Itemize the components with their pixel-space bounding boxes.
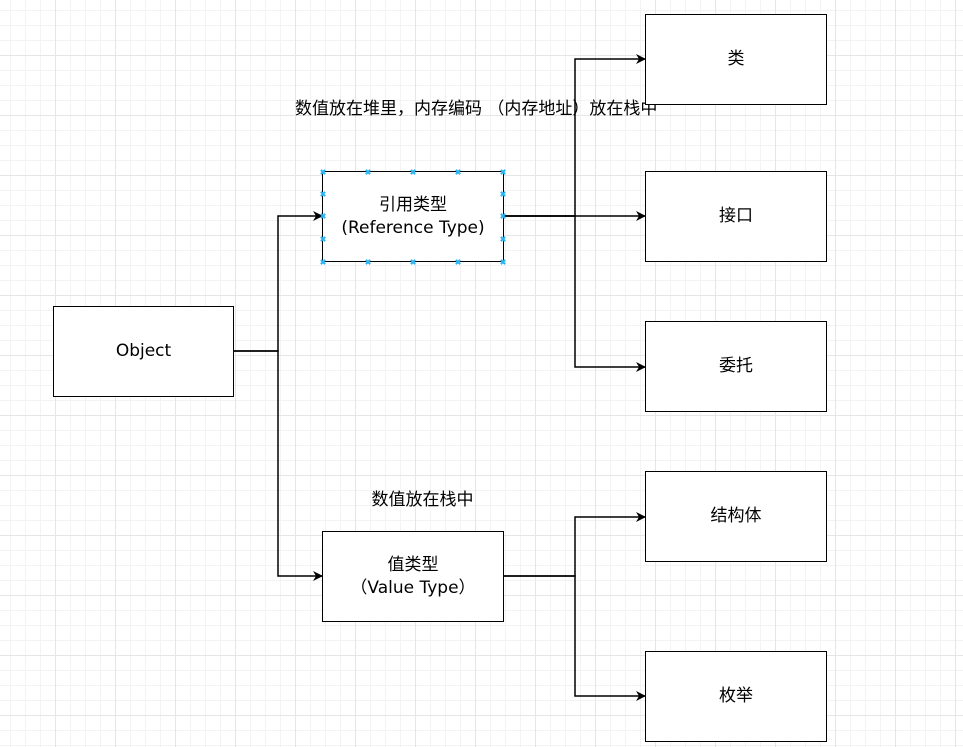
reference-note-line-1: 数值放在堆里，内存编码	[295, 99, 482, 119]
selection-handle[interactable]	[320, 169, 326, 175]
selection-handle[interactable]	[500, 213, 506, 219]
selection-handle[interactable]	[365, 169, 371, 175]
selection-handle[interactable]	[455, 169, 461, 175]
selection-handle[interactable]	[500, 236, 506, 242]
struct-node[interactable]: 结构体	[645, 471, 827, 562]
interface-node-label: 接口	[719, 206, 753, 227]
enum-node-label: 枚举	[719, 686, 753, 707]
enum-node[interactable]: 枚举	[645, 651, 827, 742]
selection-handle[interactable]	[320, 191, 326, 197]
value-type-node[interactable]: 值类型 （Value Type）	[322, 531, 504, 622]
selection-handle[interactable]	[500, 259, 506, 265]
reference-note-line-2: （内存地址）放在栈中	[487, 99, 658, 119]
delegate-node-label: 委托	[719, 356, 753, 377]
selection-handle[interactable]	[320, 236, 326, 242]
selection-handle[interactable]	[500, 191, 506, 197]
selection-handle[interactable]	[500, 169, 506, 175]
reference-type-title: 引用类型	[378, 195, 447, 216]
selection-handle[interactable]	[410, 259, 416, 265]
reference-type-node[interactable]: 引用类型 (Reference Type)	[322, 171, 504, 262]
value-type-title: 值类型	[387, 555, 439, 576]
value-note-text: 数值放在栈中	[371, 490, 474, 510]
class-node-label: 类	[727, 49, 745, 70]
edge-reference-to-class	[503, 54, 646, 217]
reference-type-note: 数值放在堆里，内存编码 （内存地址）放在栈中	[295, 98, 657, 121]
object-node[interactable]: Object	[53, 306, 234, 397]
interface-node[interactable]: 接口	[645, 171, 827, 262]
selection-handle[interactable]	[455, 259, 461, 265]
selection-handle[interactable]	[365, 259, 371, 265]
delegate-node[interactable]: 委托	[645, 321, 827, 412]
selection-handle[interactable]	[320, 259, 326, 265]
edge-value-to-struct	[503, 512, 646, 577]
reference-type-subtitle: (Reference Type)	[341, 217, 485, 238]
reference-type-label: 引用类型 (Reference Type)	[341, 194, 484, 238]
selection-handle[interactable]	[320, 213, 326, 219]
edge-value-to-enum	[503, 575, 646, 701]
edge-object-to-reference	[233, 211, 323, 352]
class-node[interactable]: 类	[645, 14, 827, 105]
value-type-note: 数值放在栈中	[345, 489, 500, 512]
selection-handle[interactable]	[410, 169, 416, 175]
value-type-label: 值类型 （Value Type）	[350, 554, 475, 598]
edge-object-to-value	[233, 350, 323, 581]
edge-reference-to-delegate	[503, 215, 646, 372]
struct-node-label: 结构体	[710, 506, 762, 527]
object-node-label: Object	[115, 341, 172, 362]
value-type-subtitle: （Value Type）	[350, 577, 476, 598]
